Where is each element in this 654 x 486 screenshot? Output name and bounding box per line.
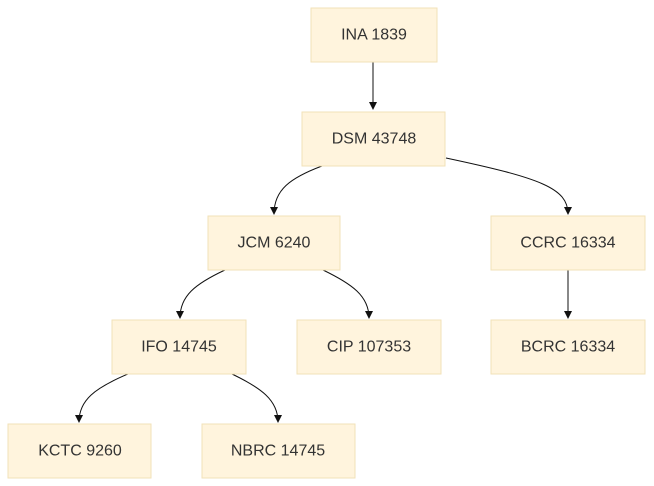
node-cip-107353: CIP 107353: [296, 319, 442, 375]
edge-ifo-14745-to-kctc-9260: [75, 373, 129, 423]
node-nbrc-14745: NBRC 14745: [201, 423, 356, 479]
node-jcm-6240: JCM 6240: [207, 215, 341, 271]
edge-jcm-6240-to-ifo-14745: [176, 269, 226, 319]
node-bcrc-16334: BCRC 16334: [490, 319, 646, 375]
node-label: KCTC 9260: [38, 443, 122, 460]
edge-jcm-6240-to-cip-107353: [322, 269, 373, 319]
nodes-layer: INA 1839 DSM 43748 JCM 6240 CCRC 16334 I…: [7, 7, 646, 479]
node-ccrc-16334: CCRC 16334: [490, 215, 646, 271]
edge-ifo-14745-to-nbrc-14745: [231, 373, 282, 423]
edges-layer: [75, 62, 572, 423]
node-label: IFO 14745: [141, 339, 217, 356]
node-label: BCRC 16334: [521, 339, 615, 356]
node-kctc-9260: KCTC 9260: [7, 423, 152, 479]
node-label: JCM 6240: [238, 235, 311, 252]
node-label: NBRC 14745: [231, 443, 325, 460]
edge-dsm-43748-to-jcm-6240: [270, 165, 323, 215]
edge-dsm-43748-to-ccrc-16334: [445, 157, 572, 215]
node-ina-1839: INA 1839: [310, 7, 438, 63]
node-label: INA 1839: [341, 27, 407, 44]
node-label: DSM 43748: [332, 131, 417, 148]
node-label: CIP 107353: [327, 339, 411, 356]
node-ifo-14745: IFO 14745: [111, 319, 247, 375]
node-label: CCRC 16334: [520, 235, 615, 252]
node-dsm-43748: DSM 43748: [301, 111, 446, 167]
